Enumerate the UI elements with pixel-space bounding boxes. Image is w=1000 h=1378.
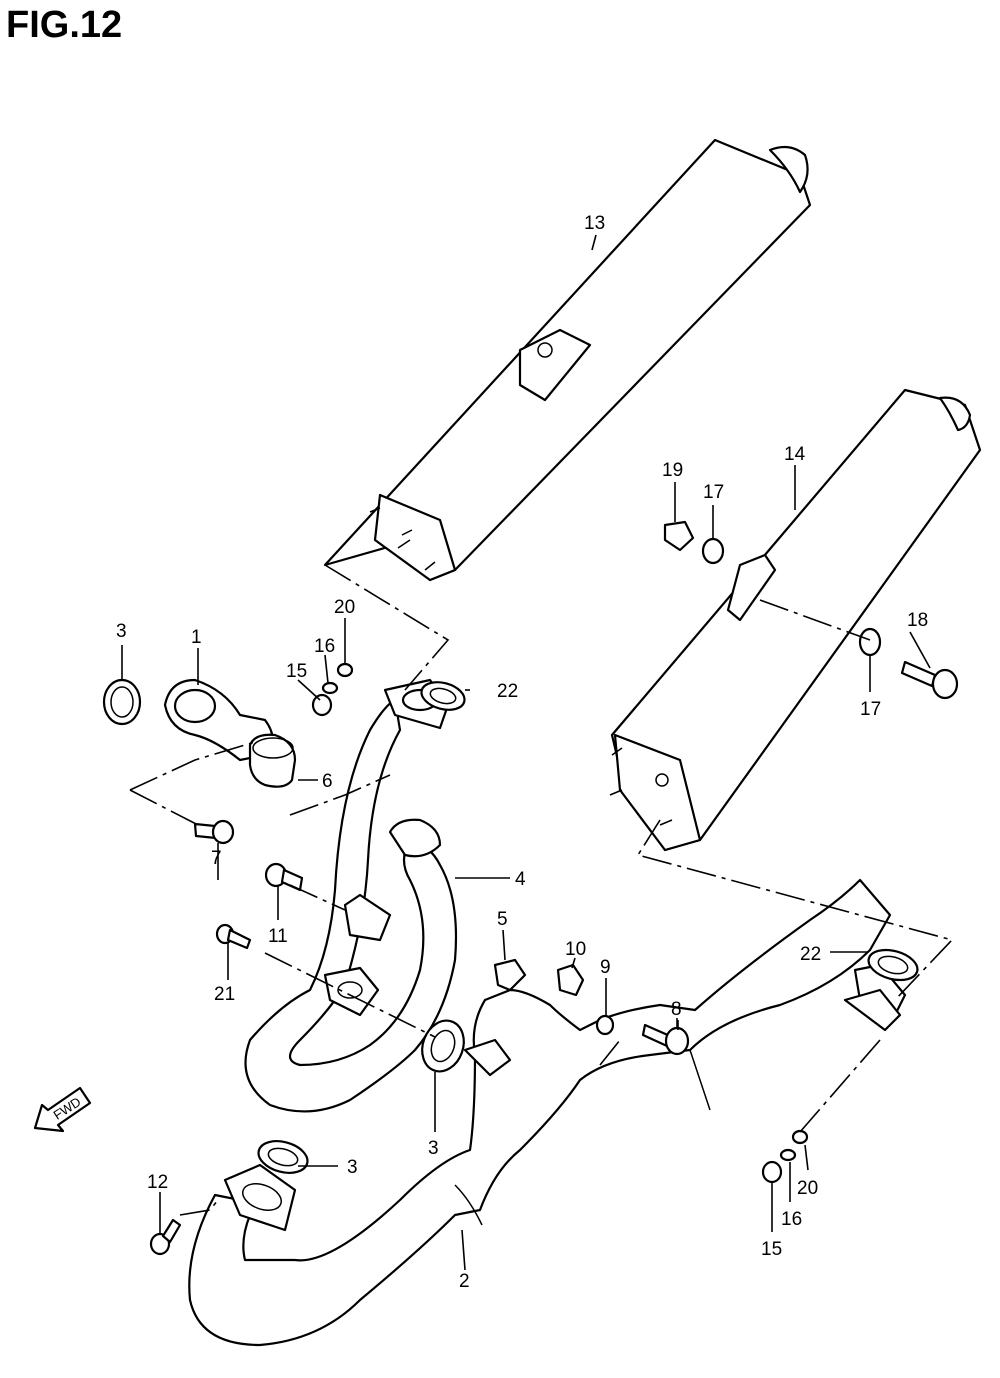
callout-15-lower: 15 [761, 1239, 782, 1260]
callout-3-middle: 3 [428, 1138, 439, 1159]
nut-15-upper[interactable] [311, 693, 333, 717]
callout-3-lower: 3 [347, 1157, 358, 1178]
callout-5: 5 [497, 909, 508, 930]
nut-10[interactable] [556, 963, 585, 997]
clamp-5[interactable] [493, 958, 527, 992]
callout-11: 11 [268, 926, 288, 947]
callout-22-lower: 22 [800, 944, 821, 965]
callout-14: 14 [784, 444, 806, 465]
gasket-22-lower[interactable] [865, 945, 921, 985]
connector-6[interactable] [248, 733, 297, 788]
callout-16-lower: 16 [781, 1209, 802, 1230]
washer-17-upper[interactable] [701, 537, 725, 565]
washer-17-lower[interactable] [858, 627, 882, 657]
callout-7: 7 [211, 848, 222, 869]
callout-16-upper: 16 [314, 636, 335, 657]
callout-22-upper: 22 [497, 681, 518, 702]
washer-16-upper[interactable] [321, 681, 339, 695]
fwd-arrow-icon: FWD [33, 1086, 92, 1133]
gasket-3-middle[interactable] [415, 1015, 470, 1078]
bolt-7[interactable] [193, 819, 235, 845]
nut-19[interactable] [663, 520, 695, 552]
gasket-22-upper[interactable] [418, 678, 467, 715]
washer-20-upper[interactable] [336, 662, 354, 678]
callout-9: 9 [600, 957, 611, 978]
gasket-3-lower[interactable] [255, 1136, 311, 1178]
callout-1: 1 [191, 627, 202, 648]
callout-4: 4 [515, 869, 526, 890]
callout-20-upper: 20 [334, 597, 355, 618]
callout-15-upper: 15 [286, 661, 307, 682]
muffler-14[interactable] [609, 388, 982, 852]
bolt-8[interactable] [641, 1023, 690, 1056]
callout-21: 21 [214, 984, 235, 1005]
callout-17-upper: 17 [703, 482, 724, 503]
callout-2: 2 [459, 1271, 470, 1292]
callout-6: 6 [322, 771, 333, 792]
bolt-12[interactable] [149, 1218, 182, 1256]
callout-13: 13 [584, 213, 605, 234]
leader-lines [121, 234, 931, 1271]
callout-8: 8 [671, 999, 682, 1020]
callout-labels: 1 2 3 3 3 4 5 6 7 8 9 10 11 12 13 14 15 … [116, 213, 928, 1292]
gasket-3-upper[interactable] [102, 678, 142, 726]
bolt-21[interactable] [215, 923, 252, 950]
washer-16-lower[interactable] [779, 1148, 797, 1162]
washer-9[interactable] [595, 1014, 615, 1036]
nut-15-lower[interactable] [761, 1160, 783, 1184]
callout-3-upper: 3 [116, 621, 127, 642]
assembly-lines [129, 564, 954, 1216]
callout-12: 12 [147, 1172, 168, 1193]
callout-17-lower: 17 [860, 699, 881, 720]
callout-18: 18 [907, 610, 928, 631]
bolt-11[interactable] [264, 862, 304, 892]
exhaust-pipe-2[interactable] [188, 878, 907, 1347]
callout-19: 19 [662, 460, 683, 481]
callout-20-lower: 20 [797, 1178, 818, 1199]
muffler-13[interactable] [323, 138, 812, 582]
callout-10: 10 [565, 939, 586, 960]
washer-20-lower[interactable] [791, 1129, 809, 1145]
bolt-18[interactable] [900, 660, 959, 700]
figure-title: FIG.12 [6, 4, 123, 46]
